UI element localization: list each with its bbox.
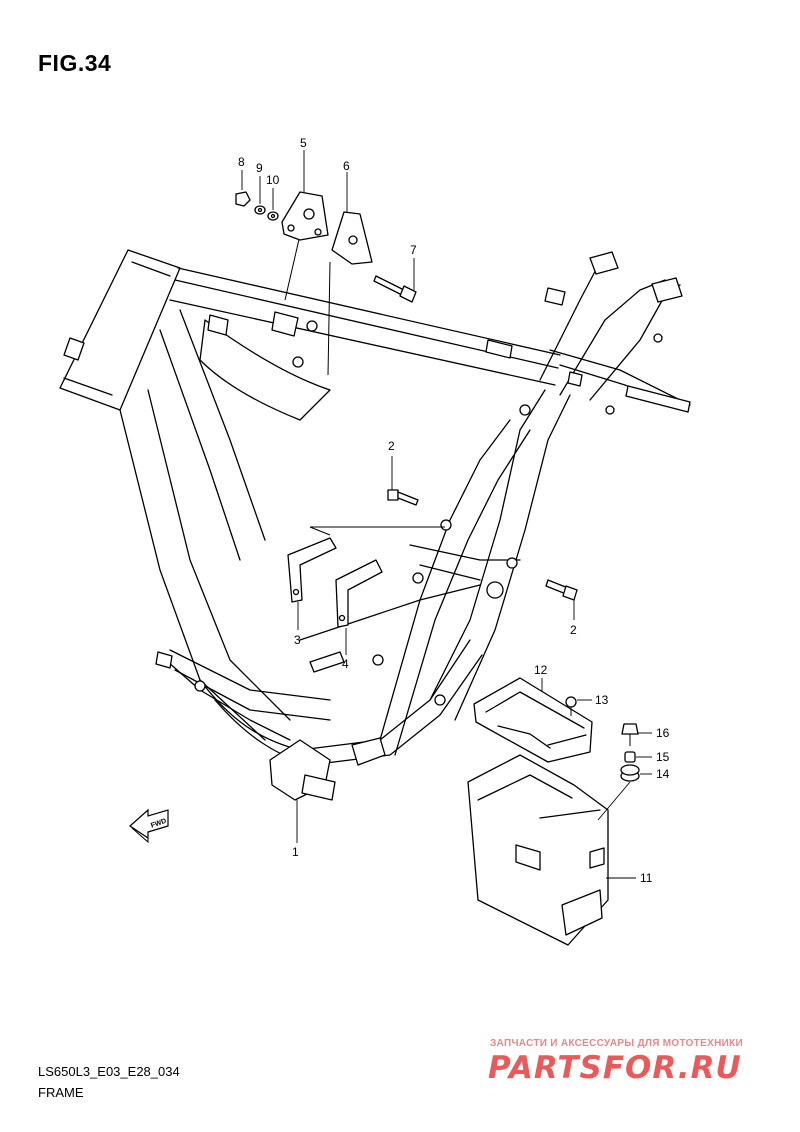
box-11 (467, 754, 609, 946)
watermark-tagline: ЗАПЧАСТИ И АКСЕССУАРЫ ДЛЯ МОТОТЕХНИКИ (490, 1038, 743, 1049)
bolt-7 (373, 275, 417, 303)
fwd-arrow-icon: FWD (129, 808, 169, 844)
grommet-14 (620, 764, 640, 782)
callout-2b: 2 (570, 623, 577, 637)
bracket-4 (309, 559, 383, 673)
callout-8: 8 (238, 155, 245, 169)
callout-13: 13 (595, 693, 609, 707)
callout-14: 14 (656, 767, 670, 781)
screw-13 (565, 696, 577, 716)
callout-2a: 2 (388, 439, 395, 453)
bracket-6 (331, 211, 373, 265)
figure-title: FIG.34 (38, 50, 112, 76)
callout-11: 11 (640, 871, 653, 885)
leader-lines (241, 150, 652, 879)
callout-15: 15 (656, 750, 670, 764)
assembly-lines (284, 234, 445, 536)
bolt-2-lower (545, 579, 578, 601)
main-frame (59, 249, 691, 801)
bracket-5 (281, 191, 329, 241)
callout-1: 1 (292, 845, 299, 859)
callout-12: 12 (534, 663, 548, 677)
callout-5: 5 (300, 136, 307, 150)
watermark-logo: PARTSFOR.RU (488, 1050, 742, 1086)
collar-15 (624, 751, 636, 763)
callout-10: 10 (266, 173, 280, 187)
washer-10 (267, 211, 279, 221)
callout-9: 9 (256, 161, 263, 175)
bolt-16 (621, 723, 639, 746)
callout-4: 4 (342, 657, 349, 671)
bracket-3 (287, 537, 337, 603)
cover-12 (473, 677, 593, 763)
callout-3: 3 (294, 633, 301, 647)
washer-9 (254, 205, 266, 215)
callout-7: 7 (410, 243, 417, 257)
diagram-name: FRAME (38, 1085, 84, 1100)
callout-16: 16 (656, 726, 670, 740)
callout-6: 6 (343, 159, 350, 173)
bolt-2-upper (387, 489, 419, 506)
diagram-code: LS650L3_E03_E28_034 (38, 1064, 180, 1079)
nut-8 (235, 191, 251, 207)
